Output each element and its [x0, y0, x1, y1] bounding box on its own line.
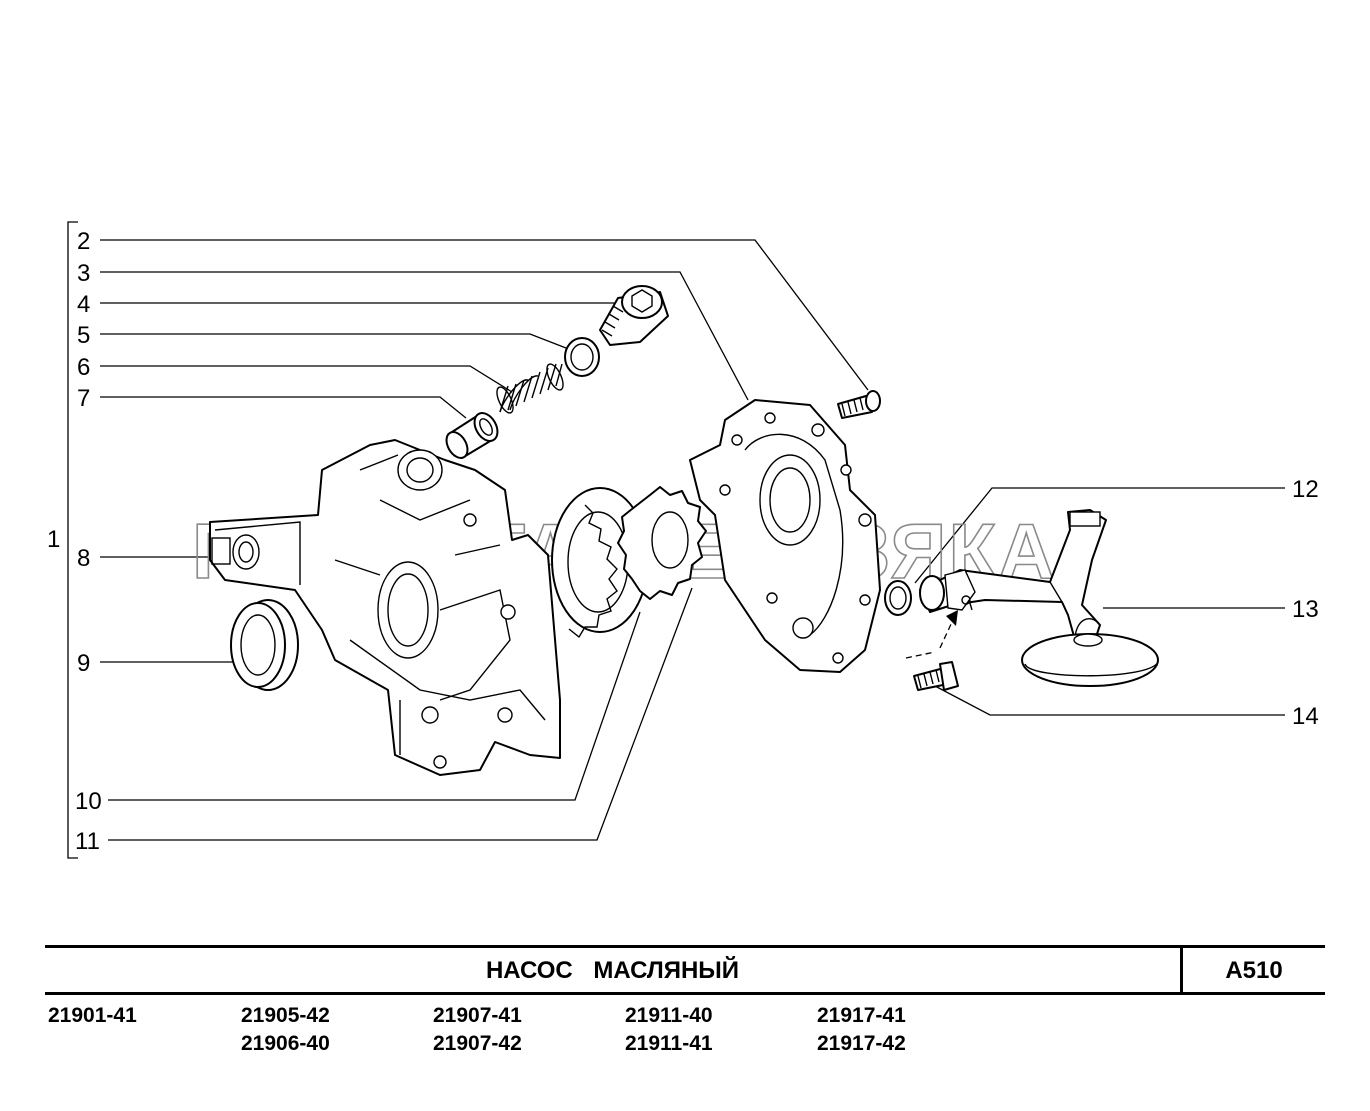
callout-9: 9 — [77, 650, 90, 677]
pump-cover — [689, 399, 881, 673]
pickup-bolt — [913, 661, 959, 691]
leader-lines — [100, 239, 1285, 841]
callout-4: 4 — [77, 291, 90, 318]
model-code: 21907-41 — [433, 1004, 522, 1027]
callout-3: 3 — [77, 260, 90, 287]
o-ring — [884, 580, 912, 616]
callout-10: 10 — [75, 788, 102, 815]
threaded-plug — [599, 285, 669, 346]
diagram-title: НАСОС МАСЛЯНЫЙ — [485, 957, 740, 984]
title-block: НАСОС МАСЛЯНЫЙ A510 — [45, 945, 1325, 995]
model-code: 21905-42 — [241, 1004, 330, 1027]
model-code: 21917-41 — [817, 1004, 906, 1027]
oil-seal — [230, 599, 299, 691]
callout-11: 11 — [75, 828, 100, 855]
oil-pickup — [919, 509, 1159, 687]
callout-13: 13 — [1292, 596, 1319, 623]
assembly-bracket — [67, 221, 78, 859]
assembly-arrow — [905, 610, 958, 659]
callout-8: 8 — [77, 545, 90, 572]
callout-labels: 1 2 3 4 5 6 7 8 9 10 11 12 13 14 — [47, 228, 1319, 855]
relief-plunger — [445, 412, 499, 459]
callout-7: 7 — [77, 385, 90, 412]
diagram-code: A510 — [1225, 957, 1283, 984]
model-code: 21917-42 — [817, 1032, 906, 1055]
callout-5: 5 — [77, 322, 90, 349]
exploded-parts-diagram: ПЛАНЕТА ЖЕЛЕЗЯКА — [47, 221, 1319, 859]
relief-spring — [496, 363, 564, 414]
model-code: 21901-41 — [48, 1004, 137, 1027]
model-code: 21907-42 — [433, 1032, 522, 1055]
callout-14: 14 — [1292, 703, 1319, 730]
model-code: 21911-40 — [625, 1004, 713, 1027]
washer-ring — [564, 337, 600, 377]
model-code: 21906-40 — [241, 1032, 330, 1055]
cover-screw — [837, 390, 881, 419]
callout-12: 12 — [1292, 476, 1319, 503]
callout-1: 1 — [47, 526, 60, 553]
pump-housing — [209, 439, 561, 776]
inner-gear — [617, 486, 707, 600]
title-divider — [1180, 948, 1183, 992]
callout-2: 2 — [77, 228, 90, 255]
model-code: 21911-41 — [625, 1032, 713, 1055]
callout-6: 6 — [77, 354, 90, 381]
